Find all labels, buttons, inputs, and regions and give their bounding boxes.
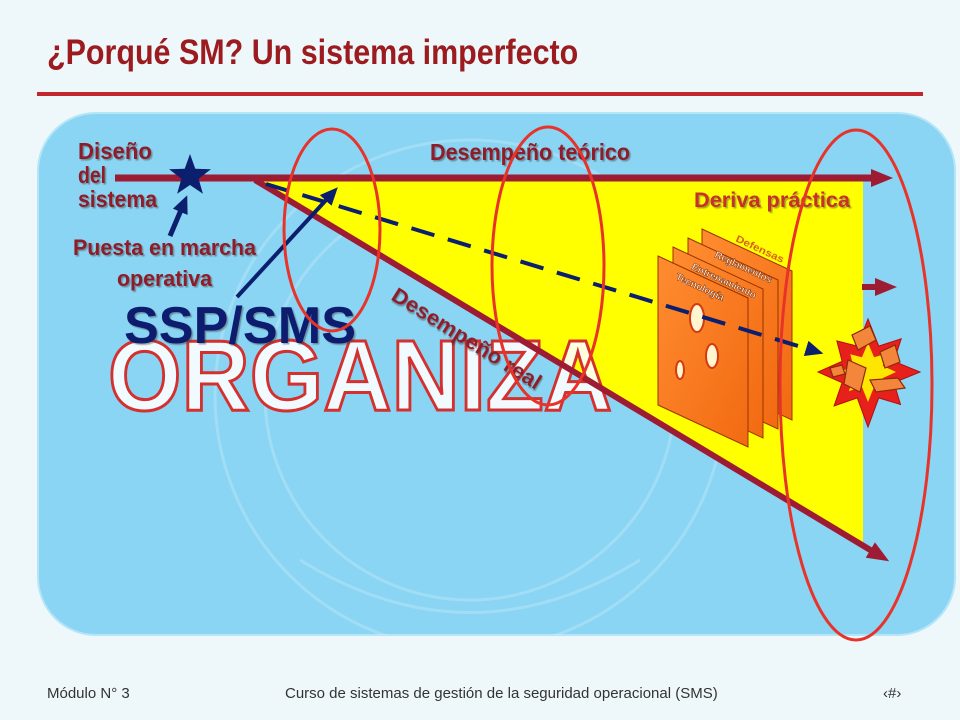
defense-hole bbox=[675, 360, 685, 380]
star-icon bbox=[169, 154, 211, 194]
title-underline bbox=[37, 92, 923, 96]
footer-course: Curso de sistemas de gestión de la segur… bbox=[285, 685, 718, 702]
operational-launch-label-line2: operativa bbox=[117, 266, 213, 291]
footer-page-number: ‹#› bbox=[883, 685, 902, 702]
ssp-sms-pointer-arrow bbox=[235, 187, 338, 299]
slide-title: ¿Porqué SM? Un sistema imperfecto bbox=[47, 33, 579, 72]
swiss-cheese-layers-icon bbox=[657, 228, 793, 448]
defense-hole bbox=[705, 343, 719, 369]
footer-module: Módulo N° 3 bbox=[47, 685, 130, 702]
theoretical-performance-label: Desempeño teórico bbox=[430, 139, 630, 165]
organization-wordart: ORGANIZA bbox=[108, 320, 612, 432]
highlight-ellipse-accident bbox=[778, 128, 934, 642]
practical-drift-label: Deriva práctica bbox=[694, 189, 850, 212]
system-design-label-line3: sistema bbox=[78, 186, 157, 212]
defense-layer-tecnologia bbox=[657, 255, 749, 448]
actual-performance-line bbox=[253, 177, 890, 562]
highlight-ellipse-drift bbox=[490, 125, 606, 407]
system-design-label-line2: del bbox=[78, 162, 106, 188]
operational-launch-label-line1: Puesta en marcha bbox=[73, 235, 257, 260]
ssp-sms-label: SSP/SMS bbox=[124, 297, 356, 355]
explosion-icon bbox=[816, 317, 922, 429]
launch-pointer-arrow bbox=[167, 195, 188, 237]
hazard-trajectory-dashed-line bbox=[265, 182, 824, 357]
system-design-label-line1: Diseño bbox=[78, 138, 152, 164]
broken-airplane-icon bbox=[829, 325, 907, 393]
highlight-ellipse-launch bbox=[282, 127, 382, 333]
